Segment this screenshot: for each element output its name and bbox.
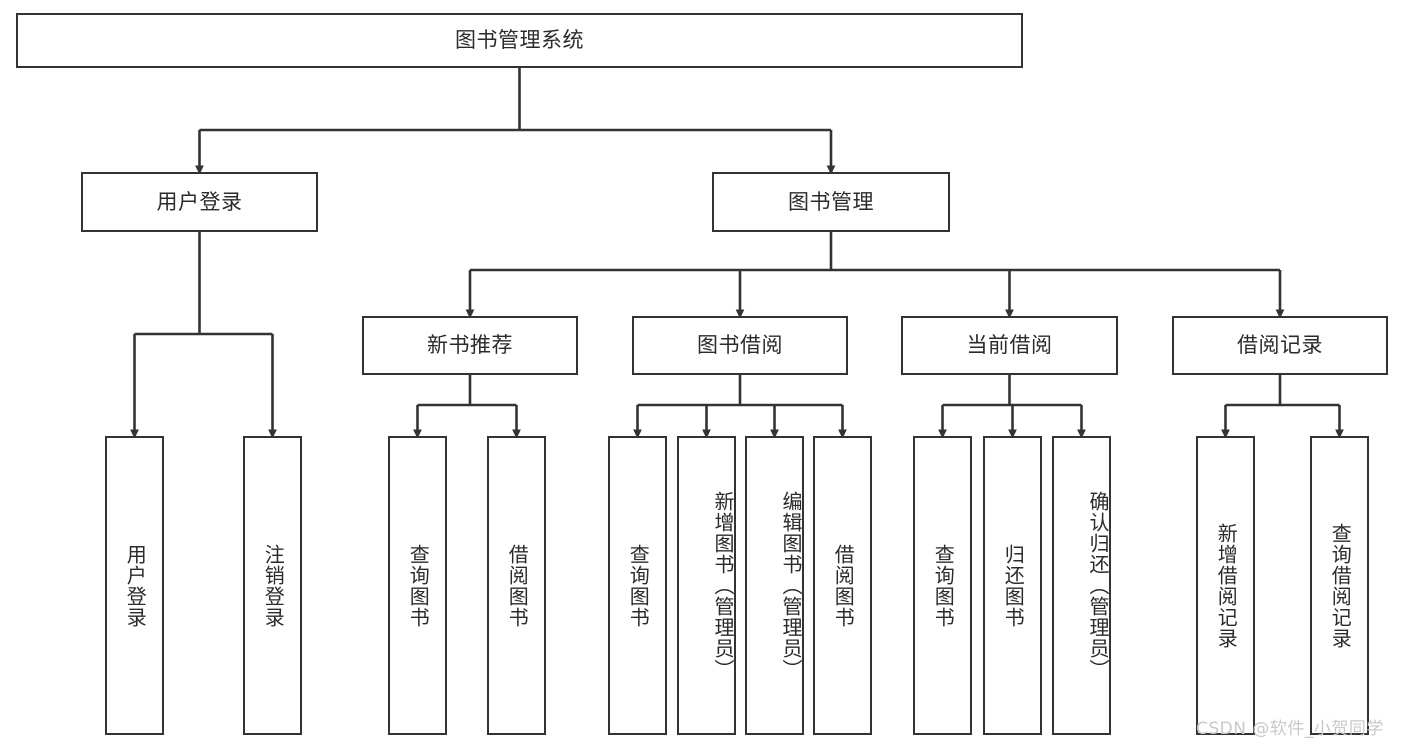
node-label: 借阅图书	[505, 543, 530, 628]
node-leaf-query-borrow-record[interactable]: 查询借阅记录	[1310, 436, 1369, 735]
csdn-watermark: CSDN @软件_小贺同学	[1196, 719, 1384, 739]
node-leaf-logout[interactable]: 注销登录	[243, 436, 302, 735]
node-label: 当前借阅	[966, 333, 1053, 358]
node-label: 图书管理	[788, 189, 874, 214]
node-label: 归还图书	[1001, 543, 1026, 628]
node-book-management-system[interactable]: 图书管理系统	[16, 13, 1023, 68]
node-leaf-query-book-3[interactable]: 查询图书	[913, 436, 972, 735]
node-leaf-add-borrow-record[interactable]: 新增借阅记录	[1196, 436, 1255, 735]
node-leaf-query-book-1[interactable]: 查询图书	[388, 436, 447, 735]
node-label: 查询借阅记录	[1328, 522, 1353, 649]
node-leaf-confirm-return-admin[interactable]: 确认归还（管理员）	[1052, 436, 1111, 735]
node-new-book-recommend[interactable]: 新书推荐	[362, 316, 578, 375]
node-label: 确认归还（管理员）	[1086, 491, 1110, 680]
node-borrow-record[interactable]: 借阅记录	[1172, 316, 1388, 375]
node-label: 查询图书	[626, 543, 651, 628]
node-label: 编辑图书（管理员）	[779, 491, 803, 680]
node-book-management[interactable]: 图书管理	[712, 172, 950, 232]
node-label: 新书推荐	[427, 333, 513, 358]
node-label: 用户登录	[123, 543, 148, 628]
node-book-borrow[interactable]: 图书借阅	[632, 316, 848, 375]
node-leaf-add-book-admin[interactable]: 新增图书（管理员）	[677, 436, 736, 735]
node-label: 用户登录	[156, 189, 243, 214]
node-label: 新增借阅记录	[1214, 522, 1239, 649]
node-user-login[interactable]: 用户登录	[81, 172, 318, 232]
node-leaf-borrow-book-1[interactable]: 借阅图书	[487, 436, 546, 735]
node-leaf-query-book-2[interactable]: 查询图书	[608, 436, 667, 735]
node-label: 图书管理系统	[455, 28, 584, 53]
node-label: 查询图书	[931, 543, 956, 628]
node-label: 注销登录	[261, 543, 286, 628]
node-label: 借阅记录	[1237, 333, 1323, 358]
node-label: 图书借阅	[697, 333, 783, 358]
node-leaf-user-login[interactable]: 用户登录	[105, 436, 164, 735]
node-leaf-return-book[interactable]: 归还图书	[983, 436, 1042, 735]
node-leaf-edit-book-admin[interactable]: 编辑图书（管理员）	[745, 436, 804, 735]
node-label: 借阅图书	[831, 543, 856, 628]
node-leaf-borrow-book-2[interactable]: 借阅图书	[813, 436, 872, 735]
node-current-borrow[interactable]: 当前借阅	[901, 316, 1118, 375]
node-label: 新增图书（管理员）	[711, 491, 735, 680]
node-label: 查询图书	[406, 543, 431, 628]
